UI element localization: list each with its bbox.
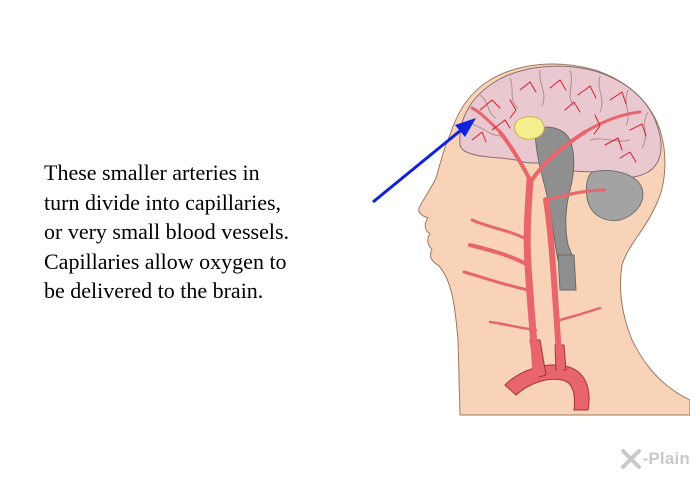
caption-line-2: turn divide into capillaries, <box>44 189 282 215</box>
caption-line-1: These smaller arteries in <box>44 160 260 185</box>
capillaries <box>471 79 647 163</box>
main-arteries <box>462 106 642 379</box>
caption-text: These smaller arteries in turn divide in… <box>44 158 384 306</box>
x-logo-icon <box>620 449 641 469</box>
spinal-cord <box>557 254 577 291</box>
caption-line-5: be delivered to the brain. <box>44 278 264 303</box>
brain-stem <box>534 126 575 261</box>
caption-line-3: or very small blood vessels. <box>44 219 290 244</box>
brain-folds <box>471 69 649 149</box>
caption-line-4: Capillaries allow oxygen to <box>44 248 287 274</box>
xplain-logo: -Plain <box>620 446 691 472</box>
head-artery-illustration <box>372 63 690 416</box>
logo-text: -Plain <box>642 449 690 468</box>
highlight-region <box>514 116 545 140</box>
pointer-arrow <box>372 118 476 204</box>
